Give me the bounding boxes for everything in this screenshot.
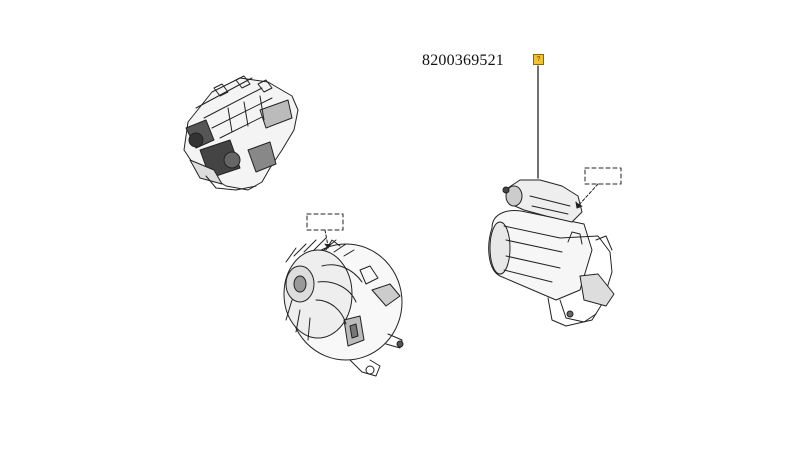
part-note-icon[interactable]: ?: [533, 54, 544, 65]
engine-block-illustration[interactable]: [183, 75, 299, 191]
starter-leader-line: [577, 183, 599, 207]
alternator-illustration[interactable]: [283, 237, 404, 377]
starter-callout-box: [584, 167, 622, 185]
part-number-label[interactable]: 8200369521: [422, 52, 504, 69]
alternator-callout-box: [306, 213, 344, 231]
starter-motor-illustration[interactable]: [488, 179, 615, 327]
alternator-leader-line: [324, 229, 329, 247]
